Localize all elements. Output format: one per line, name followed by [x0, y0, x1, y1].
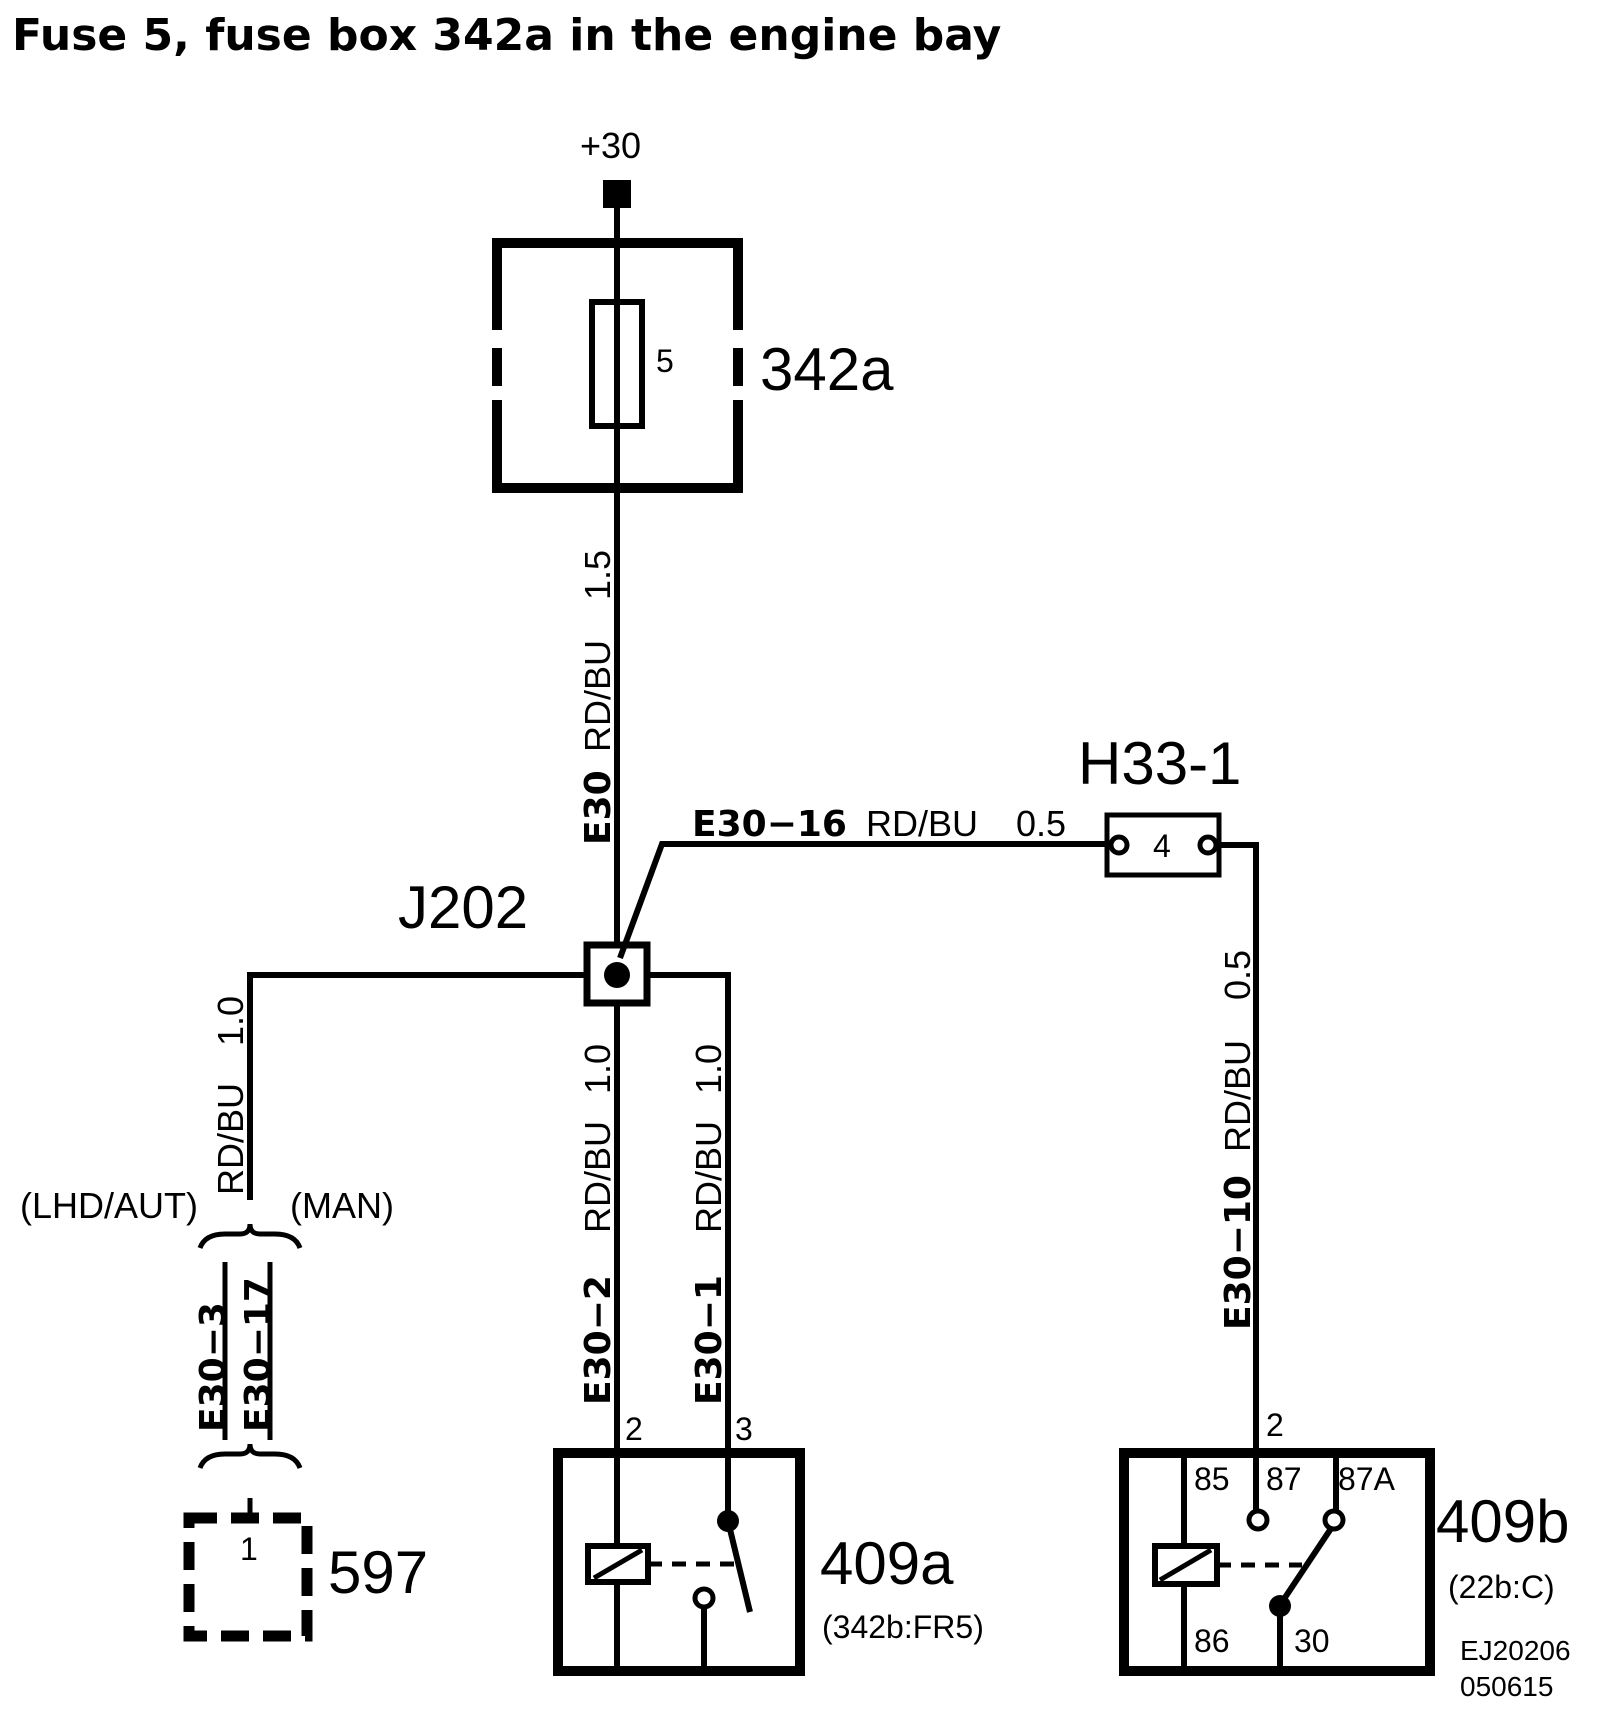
wire-to-597-size: 1.0: [210, 996, 251, 1046]
relay-409b-pin-87a: 87A: [1338, 1461, 1396, 1497]
wire-to-597-color: RD/BU: [210, 1083, 251, 1195]
wire-e30-10-id: E30−10: [1218, 1175, 1259, 1330]
wire-e30-10: [1216, 842, 1259, 1450]
connector-id: H33-1: [1078, 730, 1241, 797]
supply-terminal: [603, 180, 631, 208]
wire-e30-1: [647, 972, 731, 1448]
relay-409a-coil-mark: [592, 1547, 644, 1581]
relay-409b-pin-86: 86: [1194, 1623, 1230, 1659]
component-597-pin: 1: [240, 1531, 258, 1567]
relay-409b-pin-85: 85: [1194, 1461, 1230, 1497]
wire-e30-16-id: E30−16: [692, 804, 847, 845]
wire-e30-2-id: E30−2: [578, 1275, 619, 1405]
wire-e30-1-size: 1.0: [688, 1044, 729, 1094]
relay-409a-contact-open: [692, 1586, 716, 1610]
variant-right: (MAN): [290, 1185, 394, 1226]
diagram-title: Fuse 5, fuse box 342a in the engine bay: [12, 10, 1001, 61]
relay-409b-id: 409b: [1436, 1488, 1569, 1555]
wire-e30-10-size: 0.5: [1217, 950, 1258, 1000]
wire-e30-1-color: RD/BU: [688, 1121, 729, 1233]
wire-e30-color: RD/BU: [577, 640, 618, 752]
fuse-number: 5: [656, 343, 674, 379]
relay-409a-pin-b: 3: [735, 1411, 753, 1447]
junction-node: [604, 962, 630, 988]
relay-409b-switch-arm: [1277, 1525, 1335, 1607]
connector-pin-left: [1108, 834, 1130, 856]
wire-e30-id: E30: [578, 770, 619, 845]
wire-e30-16-color: RD/BU: [866, 803, 978, 844]
wire-e30-17-id: E30−17: [238, 1277, 279, 1432]
supply-label: +30: [580, 125, 641, 166]
connector-pin: 4: [1153, 828, 1171, 864]
wire-e30-16-size: 0.5: [1016, 803, 1066, 844]
wire-e30-1-id: E30−1: [689, 1275, 730, 1405]
relay-409b-ref: (22b:C): [1448, 1569, 1555, 1605]
variant-left: (LHD/AUT): [20, 1185, 198, 1226]
relay-409b-contact-87: [1246, 1508, 1270, 1532]
drawing-code: EJ20206: [1460, 1635, 1571, 1666]
wire-to-597: [247, 972, 590, 1200]
relay-409a-pin-a: 2: [625, 1411, 643, 1447]
relay-409b-contact-87a: [1322, 1508, 1346, 1532]
relay-409a-id: 409a: [820, 1530, 954, 1597]
wire-e30-10-color: RD/BU: [1217, 1040, 1258, 1152]
variant-brace-bottom: [197, 1443, 303, 1470]
relay-409a-switch-arm: [725, 1520, 753, 1613]
wire-e30-3-id: E30−3: [193, 1302, 234, 1432]
junction-label: J202: [398, 874, 528, 941]
component-597-id: 597: [328, 1539, 428, 1606]
wire-e30-16: [617, 841, 1112, 960]
fuse-box-id: 342a: [760, 336, 894, 403]
relay-409a-ref: (342b:FR5): [822, 1609, 984, 1645]
wire-e30-size: 1.5: [577, 550, 618, 600]
relay-409b-pin-87: 87: [1266, 1461, 1302, 1497]
drawing-date: 050615: [1460, 1671, 1553, 1702]
relay-409b-coil-mark: [1158, 1547, 1213, 1583]
relay-409b-input-pin: 2: [1266, 1407, 1284, 1443]
wire-e30-2-color: RD/BU: [577, 1121, 618, 1233]
relay-409a: [553, 1448, 805, 1676]
relay-409b-pin-30: 30: [1294, 1623, 1330, 1659]
connector-pin-right: [1197, 834, 1219, 856]
variant-brace-top: [197, 1223, 303, 1250]
wire-e30-2-size: 1.0: [577, 1044, 618, 1094]
